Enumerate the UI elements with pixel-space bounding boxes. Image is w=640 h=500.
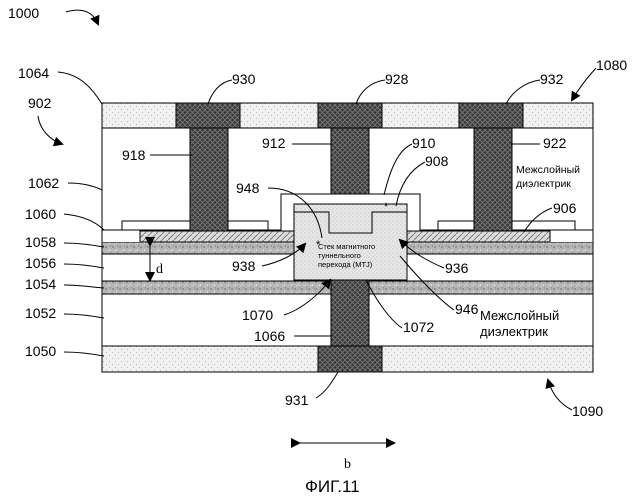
- contact-930: [176, 103, 240, 128]
- electrode-left: [140, 231, 308, 242]
- contact-932: [459, 103, 523, 128]
- figure-number-arrow: [66, 10, 98, 24]
- leader-906: [524, 208, 552, 232]
- ref-922: 922: [543, 135, 567, 151]
- via-912: [331, 128, 369, 194]
- figure-title: ФИГ.11: [305, 477, 360, 496]
- ref-1072: 1072: [403, 319, 434, 335]
- ref-1060: 1060: [25, 206, 56, 222]
- figure-number: 1000: [8, 5, 39, 21]
- ref-931: 931: [285, 392, 309, 408]
- ref-1058: 1058: [25, 234, 56, 250]
- leader-1058: [64, 243, 104, 247]
- contact-931: [318, 346, 382, 372]
- asterisk-left: *: [316, 239, 321, 251]
- ref-1090: 1090: [572, 403, 603, 419]
- asterisk-right: *: [384, 201, 389, 213]
- via-1066: [331, 280, 369, 346]
- leader-1054: [64, 285, 104, 288]
- via-918: [190, 128, 228, 231]
- ref-1056: 1056: [25, 255, 56, 271]
- ild-lower-line1: Межслойный: [480, 308, 559, 323]
- ild-upper-line1: Межслойный: [516, 164, 580, 176]
- leader-928: [356, 80, 385, 104]
- ref-1052: 1052: [25, 305, 56, 321]
- ref-946: 946: [455, 301, 479, 317]
- arrow-1080: [572, 68, 596, 100]
- ref-902: 902: [28, 95, 52, 111]
- ild-lower-line2: диэлектрик: [480, 324, 548, 339]
- contact-928: [318, 103, 382, 128]
- ref-932: 932: [540, 71, 564, 87]
- leader-1050: [64, 352, 104, 356]
- ref-948: 948: [236, 180, 260, 196]
- mtj-label-line3: перехода (MTJ): [318, 260, 373, 269]
- mtj-label-line1: Стек магнитного: [318, 242, 375, 251]
- ref-936: 936: [445, 260, 469, 276]
- leader-1052: [64, 314, 104, 318]
- ref-938: 938: [232, 258, 256, 274]
- ref-908: 908: [425, 153, 449, 169]
- ref-1050: 1050: [25, 343, 56, 359]
- leader-931: [316, 372, 338, 398]
- ref-1070: 1070: [242, 307, 273, 323]
- ref-1066: 1066: [254, 328, 285, 344]
- electrode-right-906: [395, 231, 550, 242]
- leader-930: [208, 80, 232, 104]
- arrow-1090: [548, 380, 572, 410]
- ref-930: 930: [232, 71, 256, 87]
- leader-1064: [58, 72, 102, 104]
- ref-1080: 1080: [596, 57, 627, 73]
- via-922: [474, 128, 512, 231]
- ref-918: 918: [122, 147, 146, 163]
- ref-912: 912: [262, 135, 286, 151]
- arrow-902: [38, 116, 62, 144]
- ref-906: 906: [553, 200, 577, 216]
- mtj-label-line2: туннельного: [318, 251, 361, 260]
- leader-1056: [64, 264, 104, 268]
- ref-928: 928: [385, 71, 409, 87]
- leader-1060: [64, 214, 104, 230]
- ref-910: 910: [412, 135, 436, 151]
- ild-upper-line2: диэлектрик: [516, 178, 571, 190]
- d-label: d: [156, 262, 163, 277]
- ref-1062: 1062: [28, 175, 59, 191]
- ref-1054: 1054: [25, 276, 56, 292]
- b-label: b: [344, 457, 351, 472]
- leader-932: [506, 80, 540, 104]
- ref-1064: 1064: [18, 65, 49, 81]
- leader-910: [384, 144, 412, 195]
- leader-1062: [68, 183, 102, 190]
